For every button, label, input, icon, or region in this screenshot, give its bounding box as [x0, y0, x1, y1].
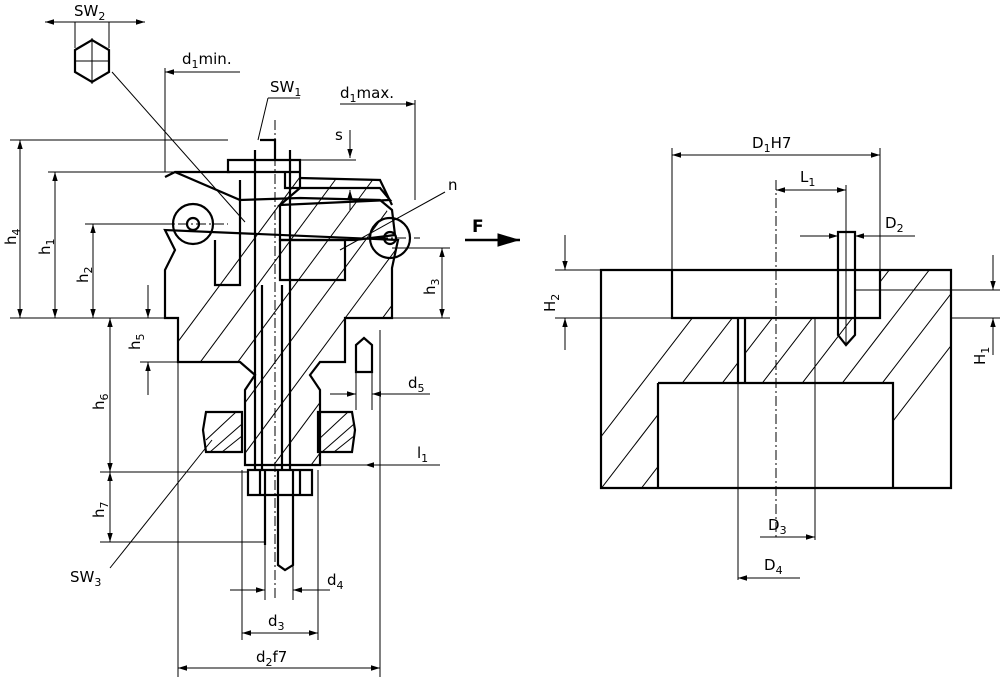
label-l1: l1	[417, 444, 428, 465]
d1min-dimension	[164, 68, 240, 172]
label-s: s	[335, 126, 343, 144]
d3-dimension	[241, 470, 319, 640]
label-D3: D3	[768, 516, 787, 537]
right-block-outline	[599, 268, 953, 490]
svg-text:h1: h1	[36, 238, 57, 255]
sw1-leader	[257, 97, 269, 141]
svg-text:h5: h5	[126, 333, 147, 350]
label-d4: d4	[327, 571, 344, 592]
clamp-lever	[174, 170, 397, 242]
H2-dimension	[555, 235, 672, 350]
h7-dimension	[100, 472, 265, 543]
label-sw1: SW1	[270, 78, 301, 99]
label-L1: L1	[800, 168, 815, 189]
svg-text:d4: d4	[327, 571, 344, 592]
h1-dimension	[48, 171, 175, 318]
label-h4: h4	[2, 228, 23, 245]
label-h6: h6	[90, 393, 111, 410]
svg-text:D4: D4	[764, 556, 783, 577]
label-d5: d5	[408, 374, 425, 395]
D1H7-dimension	[671, 148, 881, 270]
svg-text:H2: H2	[541, 294, 562, 312]
label-H2: H2	[541, 294, 562, 312]
svg-text:SW3: SW3	[70, 568, 101, 589]
svg-text:D3: D3	[768, 516, 787, 537]
label-d2f7: d2f7	[256, 648, 287, 669]
sw2-hex-icon	[45, 19, 145, 84]
label-sw3: SW3	[70, 568, 101, 589]
locating-pin	[354, 336, 374, 374]
h6-dimension	[100, 317, 248, 473]
d4-dimension	[230, 545, 330, 600]
svg-text:l1: l1	[417, 444, 428, 465]
s-dimension	[300, 130, 356, 210]
n-leader	[339, 191, 446, 251]
svg-text:d1min.: d1min.	[182, 50, 232, 71]
label-n: n	[448, 176, 458, 194]
svg-text:h2: h2	[74, 266, 95, 283]
label-D4: D4	[764, 556, 783, 577]
D3-dimension	[760, 318, 816, 540]
svg-text:SW2: SW2	[74, 2, 105, 23]
h2-dimension	[85, 223, 173, 318]
svg-text:h7: h7	[90, 501, 111, 518]
svg-text:d3: d3	[268, 612, 285, 633]
svg-text:d5: d5	[408, 374, 425, 395]
svg-text:d1max.: d1max.	[340, 84, 394, 105]
D4-dimension	[737, 383, 800, 581]
label-D2: D2	[885, 214, 904, 235]
svg-text:h4: h4	[2, 228, 23, 245]
h5-dimension	[140, 285, 178, 395]
lower-nut	[246, 468, 314, 497]
label-d3: d3	[268, 612, 285, 633]
d2f7-dimension	[177, 330, 381, 677]
label-h1: h1	[36, 238, 57, 255]
label-h3: h3	[421, 278, 442, 295]
h3-dimension	[392, 247, 450, 319]
sw3-nut	[201, 410, 357, 454]
label-h7: h7	[90, 501, 111, 518]
svg-text:D1H7: D1H7	[752, 134, 791, 155]
svg-text:SW1: SW1	[270, 78, 301, 99]
L1-dimension	[776, 185, 847, 232]
left-body-hatch	[165, 160, 398, 465]
sw2-leader	[111, 71, 246, 223]
d5-dimension	[330, 372, 430, 410]
label-H1: H1	[971, 347, 992, 365]
svg-text:D2: D2	[885, 214, 904, 235]
spindle	[253, 138, 292, 470]
svg-text:H1: H1	[971, 347, 992, 365]
label-force: F	[472, 217, 484, 237]
label-sw2: SW2	[74, 2, 105, 23]
label-h2: h2	[74, 266, 95, 283]
svg-text:L1: L1	[800, 168, 815, 189]
svg-text:d2f7: d2f7	[256, 648, 287, 669]
d2-pin	[836, 230, 857, 347]
d1max-dimension	[340, 100, 416, 200]
sw3-leader	[109, 439, 213, 569]
spindle-tip	[263, 470, 295, 572]
H1-dimension	[855, 255, 1000, 355]
svg-text:h3: h3	[421, 278, 442, 295]
svg-text:h6: h6	[90, 393, 111, 410]
label-h5: h5	[126, 333, 147, 350]
label-d1max: d1max.	[340, 84, 394, 105]
label-d1min: d1min.	[182, 50, 232, 71]
label-D1H7: D1H7	[752, 134, 791, 155]
